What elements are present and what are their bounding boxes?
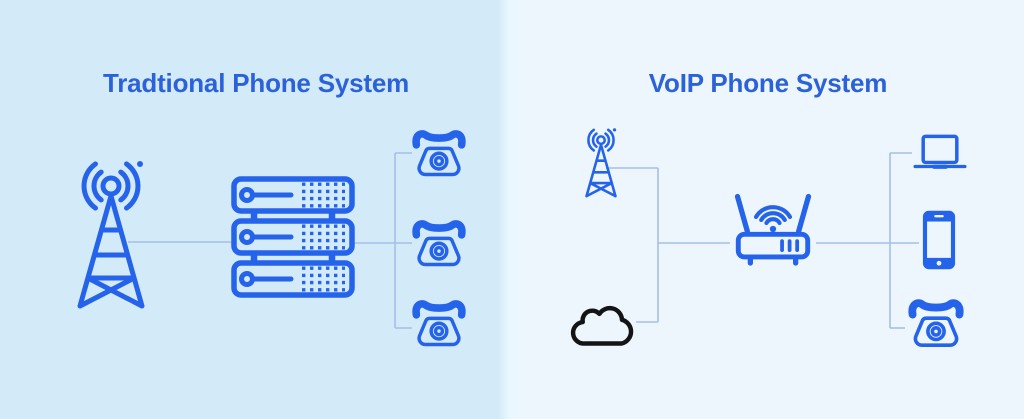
internet-cloud-icon bbox=[570, 305, 634, 346]
laptop-icon bbox=[913, 134, 967, 169]
cell-tower-icon bbox=[77, 161, 145, 309]
pbx-server-rack-icon bbox=[231, 176, 355, 298]
desk-phone-icon bbox=[908, 299, 964, 347]
desk-phone-icon bbox=[412, 300, 466, 347]
panel-divider bbox=[498, 0, 524, 419]
desk-phone-icon bbox=[412, 220, 466, 267]
traditional-title: Tradtional Phone System bbox=[102, 68, 410, 98]
desk-phone-icon bbox=[412, 130, 466, 177]
smartphone-icon bbox=[922, 210, 956, 270]
voip-title: VoIP Phone System bbox=[648, 68, 888, 98]
cell-tower-icon bbox=[585, 128, 617, 198]
wifi-router-icon bbox=[734, 193, 812, 266]
